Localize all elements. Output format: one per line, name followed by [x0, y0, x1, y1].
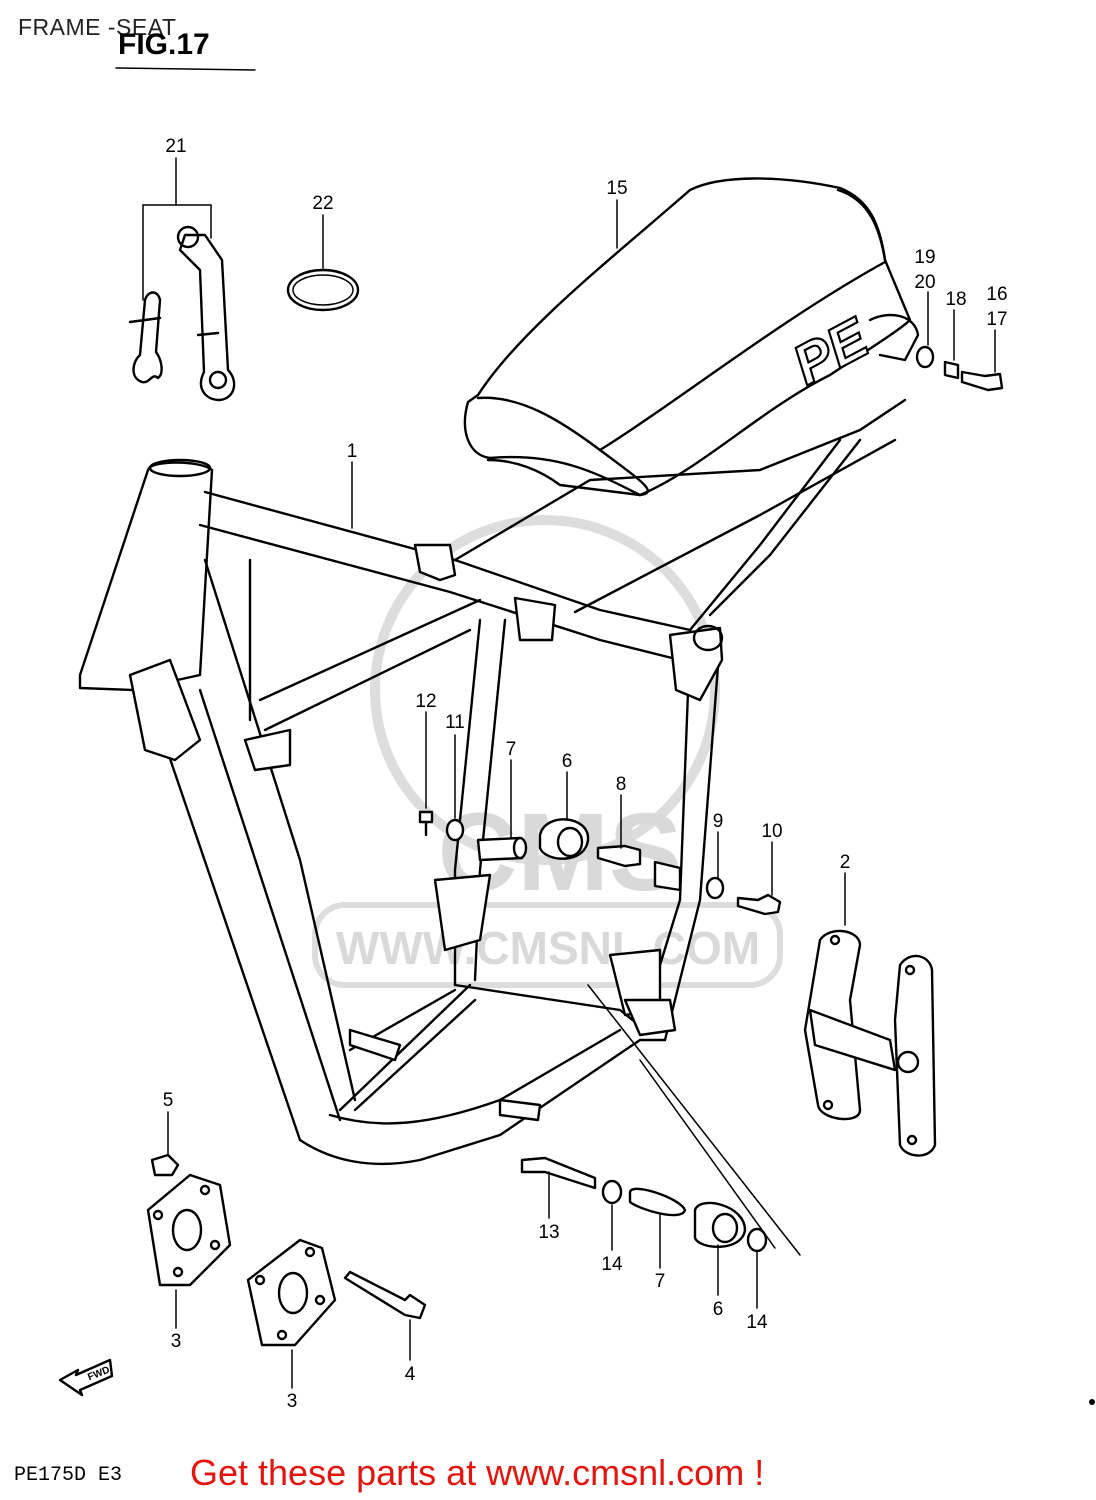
callout-label: 18	[945, 289, 966, 310]
callout-label: 3	[287, 1391, 298, 1412]
figure-underline	[115, 67, 256, 71]
callout-label: 7	[506, 739, 517, 760]
o-ring	[286, 268, 360, 312]
watermark-logo: CMS WWW.CMSNL.COM	[312, 515, 783, 988]
callout-label: 21	[165, 136, 186, 157]
seat: PE	[463, 177, 920, 497]
engine-mount-hardware	[418, 810, 782, 916]
callout-label: 15	[606, 178, 627, 199]
callout-label: 19	[914, 247, 935, 268]
forward-arrow-icon: FWD	[58, 1358, 114, 1397]
callout-label: 14	[601, 1254, 623, 1275]
callout-label: 22	[312, 193, 333, 214]
stray-mark	[1089, 1399, 1095, 1405]
callout-label: 5	[163, 1090, 174, 1111]
seat-bolts	[915, 345, 1004, 392]
callout-label: 17	[986, 309, 1007, 330]
model-code: PE175D E3	[14, 1464, 123, 1487]
engine-mount-plates	[146, 1153, 427, 1347]
callout-label: 6	[713, 1299, 724, 1320]
callout-label: 2	[840, 852, 851, 873]
figure-label: FIG.17	[118, 28, 210, 61]
watermark-url-text: WWW.CMSNL.COM	[336, 922, 760, 974]
callout-label: 8	[616, 774, 627, 795]
page-title: FRAME -SEAT	[18, 14, 177, 40]
leader-lines	[142, 157, 996, 1389]
callout-label: 9	[713, 811, 724, 832]
exploded-parts-diagram: CMS WWW.CMSNL.COM PE	[58, 67, 1095, 1412]
callout-label: 20	[914, 272, 935, 293]
callout-label: 13	[538, 1222, 559, 1243]
callout-label: 7	[655, 1271, 666, 1292]
callout-label: 3	[171, 1331, 182, 1352]
shop-link-text[interactable]: Get these parts at www.cmsnl.com !	[190, 1452, 765, 1493]
callout-label: 16	[986, 284, 1007, 305]
footrest-bracket	[803, 929, 937, 1157]
callout-label: 10	[761, 821, 782, 842]
callout-labels: 1 2 3 3 4 5 6 6 7 7 8 9 10 11 12 13 14 1…	[163, 136, 1008, 1412]
callout-label: 1	[347, 441, 358, 462]
callout-label: 4	[405, 1364, 416, 1385]
callout-label: 11	[445, 712, 465, 733]
frame	[78, 398, 907, 1166]
callout-label: 14	[746, 1312, 768, 1333]
callout-label: 6	[562, 751, 573, 772]
lower-mount-hardware	[520, 1156, 768, 1253]
tool-wrenches	[128, 225, 236, 402]
callout-label: 12	[415, 691, 436, 712]
